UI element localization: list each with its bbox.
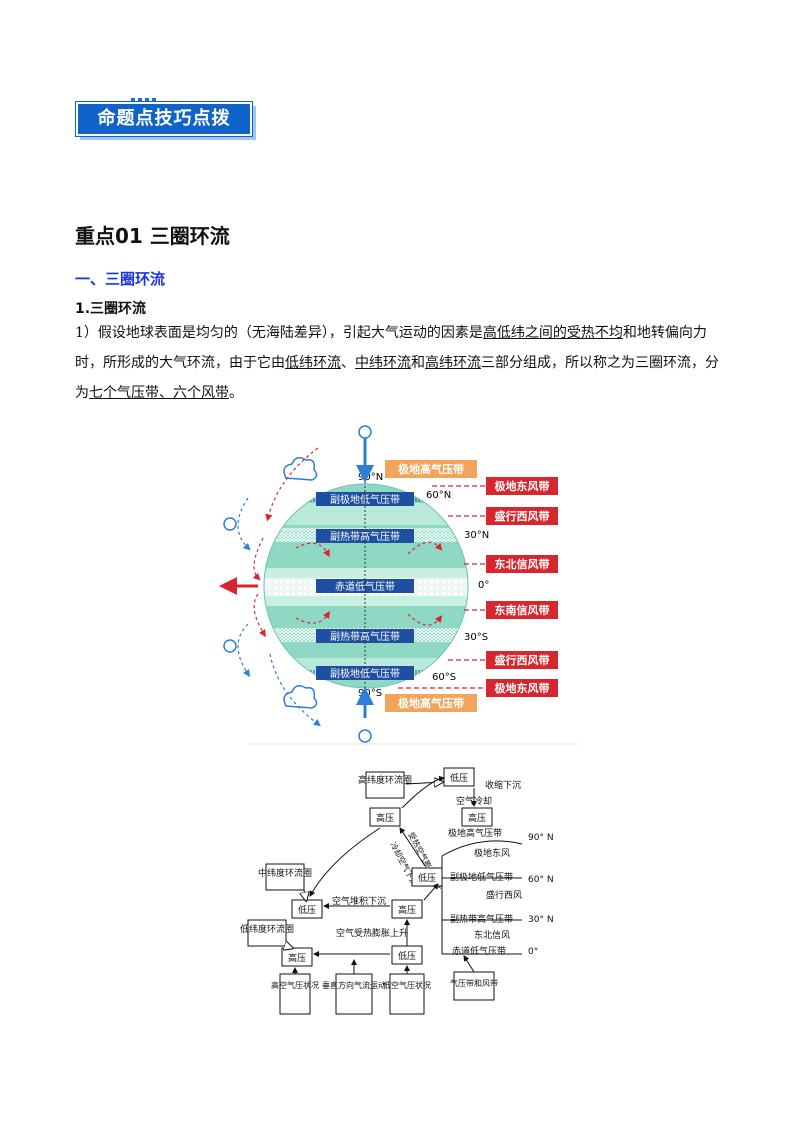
- intro-paragraph: 1）假设地球表面是均匀的（无海陆差异），引起大气运动的因素是高低纬之间的受热不均…: [75, 318, 725, 408]
- wind-belt-labels: 极地东风带 盛行西风带 东北信风带 东南信风带 盛行西风带 极地东风带: [486, 477, 558, 697]
- arrow: [405, 782, 442, 784]
- mid-circ-box: [265, 863, 305, 891]
- polar-high-s-label: 极地高气压带: [398, 696, 464, 710]
- lat-90-label: 90° N: [528, 833, 554, 843]
- arrow: [286, 946, 292, 948]
- wind-label: 盛行西风带: [495, 509, 550, 523]
- eq-low-label: 赤道低气压带: [452, 945, 506, 957]
- wind-leaders: [398, 485, 486, 689]
- banner-dots: [131, 98, 156, 101]
- vertical-box: [335, 973, 373, 1015]
- para-text: 1）假设地球表面是均匀的（无海陆差异），引起大气运动的因素是: [75, 325, 483, 341]
- high-upper-label: 高压: [376, 812, 394, 824]
- para-underline: 低纬环流: [285, 355, 341, 371]
- low-mid2-label: 低压: [298, 904, 316, 916]
- high-upper-box: [369, 807, 401, 827]
- lat-90n: 90°N: [358, 472, 383, 483]
- page-title: 重点01 三圈环流: [75, 224, 230, 248]
- high-lat-circ-box: [365, 771, 405, 799]
- heat-expand-label: 空气受热膨胀上升: [336, 927, 408, 939]
- high-ground-label: 高压: [468, 812, 486, 824]
- para-underline: 高低纬之间的受热不均: [482, 325, 623, 341]
- low-air-label: 低空气压状况: [383, 980, 431, 990]
- para-text: 和: [411, 355, 425, 371]
- arrow: [423, 883, 439, 901]
- low-top-label: 低压: [450, 772, 468, 784]
- arrow: [401, 775, 445, 809]
- mid-circ-label: 中纬度环流圈: [258, 867, 312, 879]
- low-low-label: 低压: [398, 950, 416, 962]
- circulation-flow-diagram: 高纬度环流圈 低压 收缩下沉 空气冷却 高压 极地高气压带 90° N 高压 受…: [240, 767, 554, 1015]
- lat-60n: 60°N: [426, 490, 451, 501]
- high-lat-circ-label: 高纬度环流圈: [358, 774, 412, 786]
- para-underline: 高纬环流: [425, 355, 481, 371]
- low-air-box: [389, 973, 425, 1015]
- para-underline: 七个气压带、六个风带: [89, 385, 229, 401]
- subpolar-low-belt-label: 副极地低气压带: [450, 871, 513, 883]
- vertical-label: 垂直方向气流运动: [322, 980, 386, 990]
- high-air-box: [279, 973, 311, 1015]
- high-low-box: [281, 947, 313, 967]
- accumulate-sink-label: 空气堆积下沉: [332, 895, 386, 907]
- lat-30s: 30°S: [464, 632, 488, 643]
- lat-90s: 90°S: [358, 688, 382, 699]
- subsection-title: 1.三圈环流: [75, 301, 147, 317]
- circulation-arrows: [237, 447, 443, 727]
- polar-high-n-label: 极地高气压带: [398, 462, 464, 476]
- lat-30n: 30°N: [464, 530, 489, 541]
- para-text: 。: [229, 385, 243, 401]
- high-air-label: 高空气压状况: [271, 980, 319, 990]
- cloud-icon: [283, 457, 318, 709]
- lat-60-label: 60° N: [528, 875, 554, 885]
- belt-subtropical-high-n: 副热带高气压带: [330, 530, 400, 543]
- polar-high-label: 极地高气压带: [448, 827, 502, 839]
- wind-label: 极地东风带: [495, 479, 550, 493]
- three-cell-globe-figure: 副极地低气压带 副热带高气压带 赤道低气压带 副热带高气压带 副极地低气压带 极…: [219, 425, 578, 745]
- belt-panel: [441, 840, 523, 955]
- polar-high-n-box: [385, 460, 477, 478]
- banner-label: 命题点技巧点拨: [75, 101, 253, 137]
- high-ground-box: [461, 807, 493, 827]
- belt-subtropical-high-s: 副热带高气压带: [330, 630, 400, 643]
- lat-0: 0°: [478, 580, 489, 591]
- section-title: 一、三圈环流: [75, 270, 166, 288]
- para-underline: 中纬环流: [355, 355, 411, 371]
- arrow: [463, 955, 475, 973]
- para-text: 三部分组成，所以称之为三圈环流，分为: [75, 355, 719, 401]
- wind-label: 东北信风带: [495, 557, 550, 571]
- para-text: 、: [341, 355, 355, 371]
- high-mid-label: 高压: [398, 904, 416, 916]
- wind-label: 盛行西风带: [495, 653, 550, 667]
- belt-subpolar-low-s: 副极地低气压带: [330, 667, 400, 680]
- lat-30-label: 30° N: [528, 915, 554, 925]
- belts-winds-label: 气压带和风带: [450, 978, 498, 988]
- lat-0-label: 0°: [528, 947, 538, 957]
- high-mid-box: [391, 899, 423, 919]
- low-lat-circ-box: [247, 919, 287, 947]
- arrow: [309, 827, 381, 897]
- polar-high-s-box: [385, 694, 477, 712]
- low-mid-label: 低压: [418, 872, 436, 884]
- shrink-sink-label: 收缩下沉: [485, 779, 521, 791]
- arrow: [399, 827, 426, 867]
- low-lat-circ-label: 低纬度环流圈: [240, 923, 294, 935]
- polar-east-label: 极地东风: [474, 847, 510, 859]
- ne-trade-label: 东北信风: [474, 929, 510, 941]
- wind-label: 东南信风带: [495, 603, 550, 617]
- wind-label: 极地东风带: [495, 681, 550, 695]
- high-low-label: 高压: [288, 952, 306, 964]
- belt-box-subpolar-s: [316, 666, 414, 680]
- westerly-label: 盛行西风: [486, 889, 522, 901]
- para-text: 和地转偏向力时，所形成的大气环流，由于它由: [75, 325, 707, 371]
- lat-60s: 60°S: [432, 672, 456, 683]
- sun-icon: [223, 425, 372, 743]
- subtropical-high-belt-label: 副热带高气压带: [450, 913, 513, 925]
- arrow: [304, 889, 306, 900]
- section-banner: 命题点技巧点拨: [75, 98, 256, 140]
